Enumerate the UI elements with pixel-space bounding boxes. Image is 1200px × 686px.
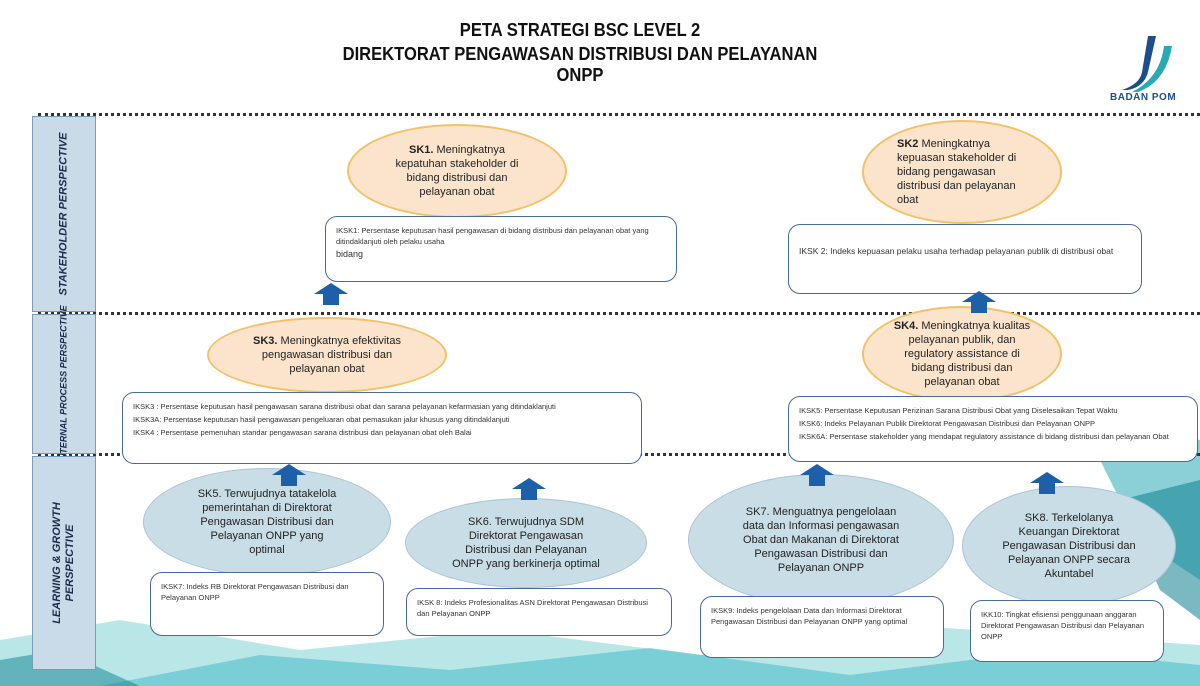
sk7-text: SK7. Menguatnya pengelolaan data dan Inf… xyxy=(742,506,900,574)
arrow-up-icon xyxy=(1030,472,1064,494)
page-title-line1: PETA STRATEGI BSC LEVEL 2 xyxy=(459,20,701,40)
iksk5-box: IKSK7: Indeks RB Direktorat Pengawasan D… xyxy=(150,572,384,636)
sk4-objective: SK4. Meningkatnya kualitas pelayanan pub… xyxy=(862,306,1062,402)
iksk1-line2: bidang xyxy=(336,249,364,259)
arrow-up-icon xyxy=(512,478,546,500)
iksk1-line1: IKSK1: Persentase keputusan hasil pengaw… xyxy=(336,226,649,246)
arrow-up-icon xyxy=(272,464,306,486)
iksk8-line1: IKK10: Tingkat efisiensi penggunaan angg… xyxy=(981,610,1145,641)
sk8-text: SK8. Terkelolanya Keuangan Direktorat Pe… xyxy=(1002,512,1136,580)
sk2-text: Meningkatnya kepuasan stakeholder di bid… xyxy=(897,138,1017,206)
iksk2-box: IKSK 2: Indeks kepuasan pelaku usaha ter… xyxy=(788,224,1142,294)
learning-growth-label-line2: PERSPECTIVE xyxy=(64,524,76,602)
divider-middle xyxy=(38,312,1200,315)
sk7-objective: SK7. Menguatnya pengelolaan data dan Inf… xyxy=(688,474,954,606)
sk6-objective: SK6. Terwujudnya SDM Direktorat Pengawas… xyxy=(405,498,647,588)
internal-process-perspective-band: INTERNAL PROCESS PERSPECTIVE xyxy=(32,305,96,463)
sk1-text: Meningkatnya kepatuhan stakeholder di bi… xyxy=(395,144,519,198)
arrow-up-icon xyxy=(314,283,348,305)
iksk1-box: IKSK1: Persentase keputusan hasil pengaw… xyxy=(325,216,677,282)
badan-pom-logo xyxy=(1122,36,1172,92)
stakeholder-perspective-label: STAKEHOLDER PERSPECTIVE xyxy=(57,132,70,296)
divider-top xyxy=(38,113,1200,116)
learning-growth-perspective-label: LEARNING & GROWTH PERSPECTIVE xyxy=(51,502,77,624)
iksk4-line1: IKSK5: Persentase Keputusan Perizinan Sa… xyxy=(799,406,1118,415)
iksk3-line1: IKSK3 : Persentase keputusan hasil penga… xyxy=(133,402,556,411)
sk2-code: SK2 xyxy=(897,138,919,150)
sk5-text: SK5. Terwujudnya tatakelola pemerintahan… xyxy=(197,488,337,556)
iksk5-line1: IKSK7: Indeks RB Direktorat Pengawasan D… xyxy=(161,582,349,602)
sk3-code: SK3. xyxy=(253,335,278,347)
arrow-up-icon xyxy=(800,464,834,486)
iksk4-line3: IKSK6A: Persentase stakeholder yang mend… xyxy=(799,432,1169,441)
sk3-text: Meningkatnya efektivitas pengawasan dist… xyxy=(261,335,401,375)
iksk8-box: IKK10: Tingkat efisiensi penggunaan angg… xyxy=(970,600,1164,662)
iksk2-line1: IKSK 2: Indeks kepuasan pelaku usaha ter… xyxy=(799,246,1114,256)
iksk7-line1: IKSK9: Indeks pengelolaan Data dan Infor… xyxy=(711,606,908,626)
iksk4-box: IKSK5: Persentase Keputusan Perizinan Sa… xyxy=(788,396,1198,462)
learning-growth-label-line1: LEARNING & GROWTH xyxy=(51,502,63,624)
iksk6-line1: IKSK 8: Indeks Profesionalitas ASN Direk… xyxy=(417,598,648,618)
iksk3-line2: IKSK3A: Persentase keputusan hasil penga… xyxy=(133,415,510,424)
sk4-text: Meningkatnya kualitas pelayanan publik, … xyxy=(904,320,1031,388)
logo-text: BADAN POM xyxy=(1110,92,1177,103)
sk3-objective: SK3. Meningkatnya efektivitas pengawasan… xyxy=(207,317,447,393)
learning-growth-perspective-band: LEARNING & GROWTH PERSPECTIVE xyxy=(32,456,96,670)
sk5-objective: SK5. Terwujudnya tatakelola pemerintahan… xyxy=(143,468,391,576)
iksk6-box: IKSK 8: Indeks Profesionalitas ASN Direk… xyxy=(406,588,672,636)
sk1-objective: SK1. Meningkatnya kepatuhan stakeholder … xyxy=(347,124,567,218)
iksk4-line2: IKSK6: Indeks Pelayanan Publik Direktora… xyxy=(799,419,1095,428)
sk2-objective: SK2 Meningkatnya kepuasan stakeholder di… xyxy=(862,120,1062,224)
internal-process-perspective-label: INTERNAL PROCESS PERSPECTIVE xyxy=(58,305,69,463)
sk6-text: SK6. Terwujudnya SDM Direktorat Pengawas… xyxy=(452,516,600,570)
sk8-objective: SK8. Terkelolanya Keuangan Direktorat Pe… xyxy=(962,486,1176,606)
iksk3-line3: IKSK4 : Persentase pemenuhan standar pen… xyxy=(133,428,472,437)
iksk7-box: IKSK9: Indeks pengelolaan Data dan Infor… xyxy=(700,596,944,658)
stakeholder-perspective-band: STAKEHOLDER PERSPECTIVE xyxy=(32,116,96,312)
sk1-code: SK1. xyxy=(408,144,434,156)
page-title-line2: DIREKTORAT PENGAWASAN DISTRIBUSI DAN PEL… xyxy=(342,44,818,85)
sk4-code: SK4. xyxy=(893,320,919,332)
iksk3-box: IKSK3 : Persentase keputusan hasil penga… xyxy=(122,392,642,464)
arrow-up-icon xyxy=(962,291,996,313)
